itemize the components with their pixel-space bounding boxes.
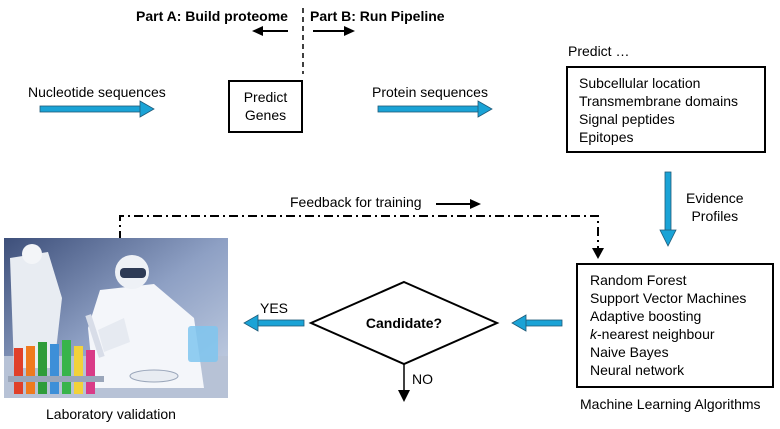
ml-knn-text: nearest neighbour (601, 326, 715, 342)
predict-genes-line-2: Genes (244, 107, 287, 123)
predict-list-box: Subcellular location Transmembrane domai… (566, 66, 766, 153)
protein-label: Protein sequences (372, 84, 488, 100)
predict-item: Signal peptides (579, 111, 675, 127)
evidence-profiles-label: Evidence Profiles (686, 189, 744, 225)
yes-label: YES (260, 300, 289, 316)
flow-arrow-evidence (659, 171, 677, 247)
ml-item: Neural network (590, 362, 685, 378)
part-b-arrow (313, 26, 355, 36)
predict-item: Subcellular location (579, 75, 701, 91)
evidence-line-2: Profiles (691, 208, 739, 224)
part-b-label: Part B: Run Pipeline (310, 8, 445, 24)
predict-genes-box: Predict Genes (228, 80, 303, 133)
predict-heading: Predict … (568, 43, 630, 59)
ml-k-prefix: k (590, 326, 597, 342)
ml-algorithms-box: Random Forest Support Vector Machines Ad… (576, 263, 774, 388)
part-a-arrow (252, 26, 288, 36)
no-arrow (398, 364, 410, 402)
ml-item: Adaptive boosting (590, 308, 702, 324)
predict-genes-line-1: Predict (243, 89, 288, 105)
flow-arrow-nucleotide (39, 100, 155, 118)
nucleotide-label: Nucleotide sequences (28, 84, 166, 100)
feedback-label: Feedback for training (290, 194, 422, 210)
flow-arrow-protein (377, 100, 493, 118)
evidence-line-1: Evidence (686, 190, 744, 206)
ml-item: Naive Bayes (590, 344, 669, 360)
decision-label: Candidate? (365, 315, 443, 331)
predict-item: Transmembrane domains (579, 93, 738, 109)
no-label: NO (412, 371, 433, 387)
ml-item: Support Vector Machines (590, 290, 747, 306)
part-a-label: Part A: Build proteome (136, 8, 288, 24)
ml-caption: Machine Learning Algorithms (580, 396, 761, 412)
ml-item-knn: k-nearest neighbour (590, 326, 715, 342)
feedback-path (119, 215, 599, 248)
laboratory-photo (4, 238, 228, 398)
ml-item: Random Forest (590, 272, 687, 288)
feedback-arrow (436, 199, 481, 209)
lab-caption: Laboratory validation (46, 406, 176, 422)
predict-item: Epitopes (579, 129, 634, 145)
flow-arrow-ml-to-decision (511, 314, 563, 332)
flow-arrow-yes (243, 314, 305, 332)
